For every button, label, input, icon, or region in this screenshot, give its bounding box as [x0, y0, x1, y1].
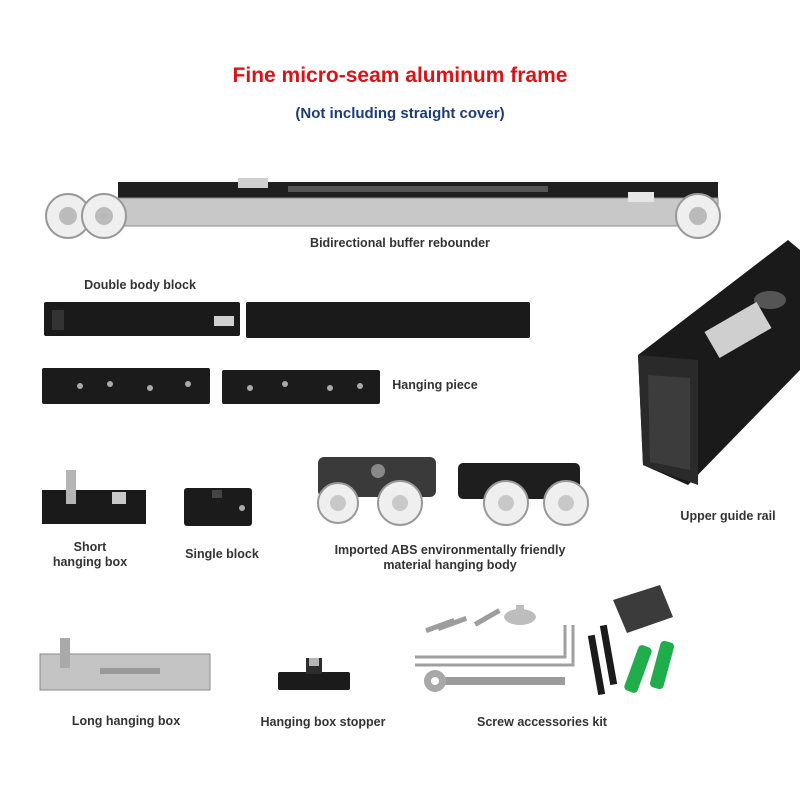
double-body-block-image — [44, 302, 530, 338]
double-body-block-label: Double body block — [84, 278, 196, 292]
hanging-piece-image — [42, 368, 380, 404]
abs-hanging-body-image — [317, 457, 589, 526]
short-hanging-box-image — [42, 470, 146, 524]
long-hanging-box-image — [39, 638, 211, 691]
hanging-piece-label: Hanging piece — [392, 378, 478, 392]
long-hanging-box-label: Long hanging box — [71, 714, 181, 728]
page-subtitle: (Not including straight cover) — [295, 105, 505, 122]
hanging-box-stopper-label: Hanging box stopper — [260, 715, 386, 729]
single-block-label: Single block — [185, 547, 259, 561]
hanging-box-stopper-image — [278, 658, 350, 690]
upper-guide-rail-image — [638, 240, 800, 485]
short-hanging-box-label-line1: Short — [73, 540, 107, 554]
short-hanging-box-label-line2: hanging box — [52, 555, 128, 569]
buffer-rebounder-image — [45, 178, 721, 239]
screw-kit-image — [415, 585, 675, 696]
screw-kit-label: Screw accessories kit — [477, 715, 607, 729]
page-title: Fine micro-seam aluminum frame — [232, 64, 568, 87]
abs-hanging-body-label-line2: material hanging body — [383, 558, 517, 572]
abs-hanging-body-label-line1: Imported ABS environmentally friendly — [334, 543, 566, 557]
single-block-image — [184, 488, 252, 526]
buffer-rebounder-label: Bidirectional buffer rebounder — [310, 236, 490, 250]
upper-guide-rail-label: Upper guide rail — [680, 509, 776, 523]
